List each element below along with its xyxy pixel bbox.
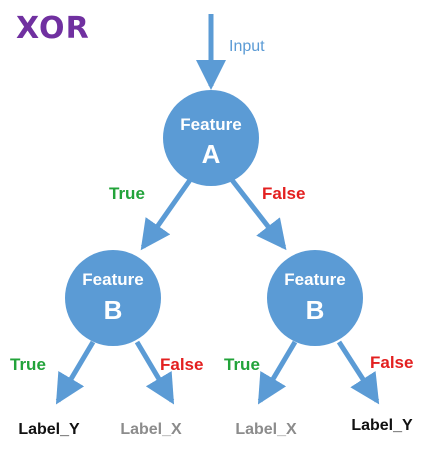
node-circle [163, 90, 259, 186]
edge-left-left [55, 340, 96, 405]
node-circle [267, 250, 363, 346]
edge-label-true-right: True [224, 355, 260, 374]
edge-right-right [336, 340, 380, 405]
edge-label-false-right: False [370, 353, 413, 372]
edge-right-left [257, 340, 298, 405]
diagram-title: XOR [16, 11, 90, 46]
node-circle [65, 250, 161, 346]
node-label: Feature [180, 115, 241, 134]
edge-label-true-root: True [109, 184, 145, 203]
leaf-label-y-1: Label_Y [18, 421, 80, 438]
node-feature-b-left: Feature B [65, 250, 161, 346]
node-letter: A [202, 139, 221, 169]
node-feature-a: Feature A [163, 90, 259, 186]
leaf-label-x-1: Label_X [120, 421, 182, 438]
edge-root-right [230, 178, 287, 251]
node-feature-b-right: Feature B [267, 250, 363, 346]
edge-label-false-left: False [160, 355, 203, 374]
leaf-label-y-2: Label_Y [351, 417, 413, 434]
node-label: Feature [82, 270, 143, 289]
edge-label-false-root: False [262, 184, 305, 203]
edge-root-left [140, 178, 193, 251]
node-letter: B [306, 295, 325, 325]
input-label: Input [229, 38, 265, 55]
leaf-label-x-2: Label_X [235, 421, 297, 438]
edge-left-right [134, 340, 175, 405]
node-label: Feature [284, 270, 345, 289]
node-letter: B [104, 295, 123, 325]
edge-label-true-left: True [10, 355, 46, 374]
